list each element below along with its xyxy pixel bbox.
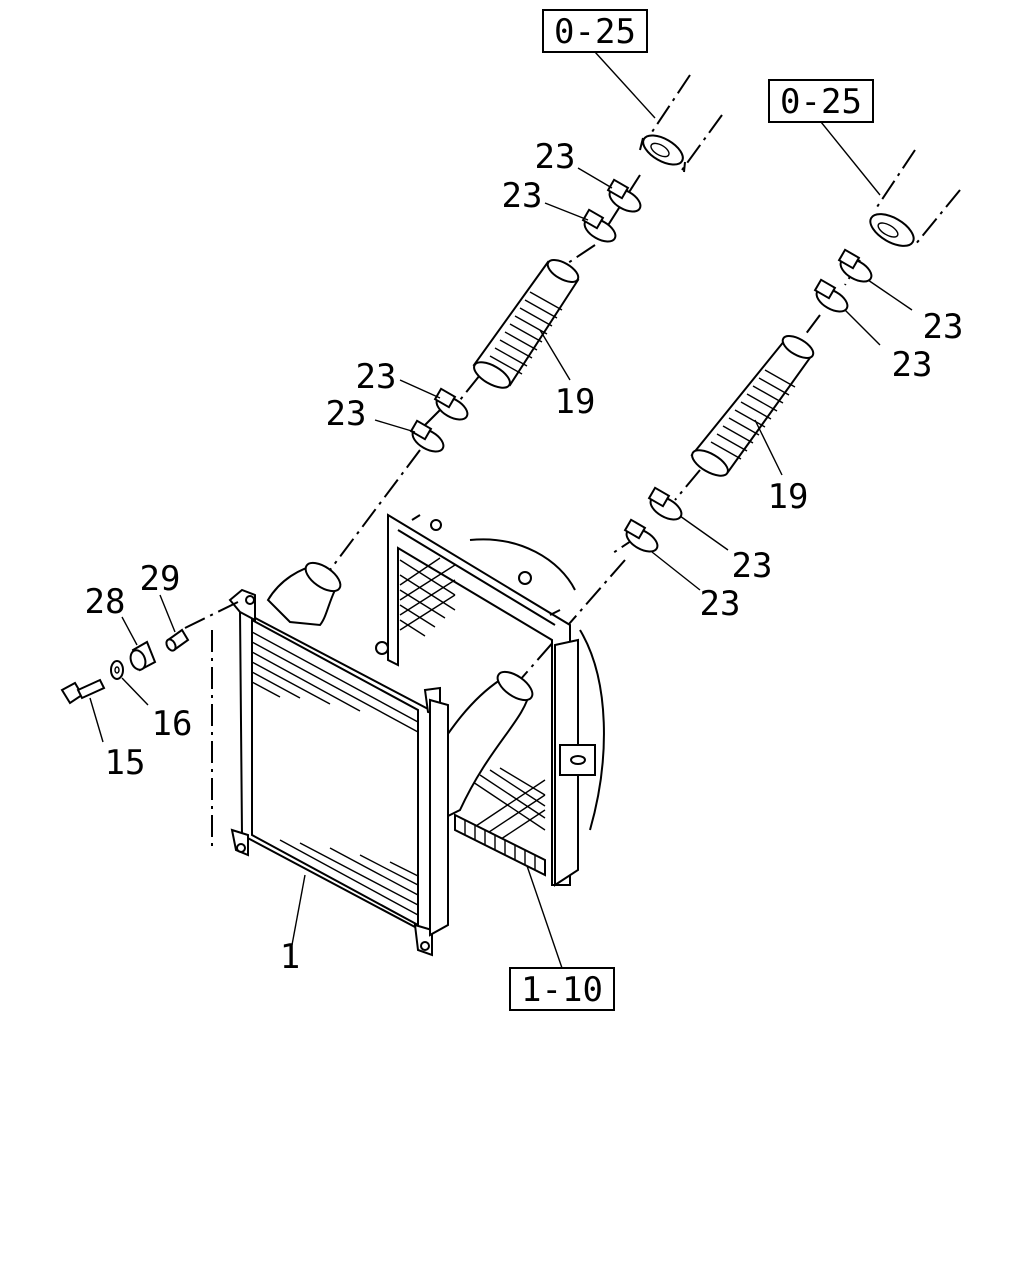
callout-collar: 29 [140, 559, 181, 599]
intercooler[interactable] [228, 557, 537, 957]
callout-clamp-left-1: 23 [535, 137, 576, 177]
clamp-left-4[interactable] [409, 419, 447, 456]
ref-box-top-left[interactable]: 0-25 [542, 9, 648, 53]
clamp-left-2[interactable] [581, 208, 619, 246]
pipe-left-upper [639, 74, 723, 173]
bolt[interactable] [60, 678, 106, 705]
ref-box-bottom[interactable]: 1-10 [509, 967, 615, 1011]
centerline-right [519, 259, 861, 681]
callout-clamp-right-3: 23 [732, 546, 773, 586]
callout-clamp-left-3: 23 [356, 357, 397, 397]
clamp-left-1[interactable] [606, 178, 644, 216]
callout-hose-right: 19 [768, 477, 809, 517]
callout-rubber-mount: 28 [85, 582, 126, 622]
callout-clamp-right-4: 23 [700, 584, 741, 624]
radiator-assembly[interactable] [375, 513, 605, 887]
collar[interactable] [165, 628, 190, 652]
hose-right[interactable] [688, 332, 817, 481]
callout-clamp-left-4: 23 [326, 394, 367, 434]
leader-ref-top-left [594, 51, 656, 119]
centerline-collar [184, 599, 243, 629]
hose-left[interactable] [470, 256, 582, 393]
clamp-right-2[interactable] [813, 278, 851, 316]
ref-box-top-left-label: 0-25 [554, 12, 636, 52]
clamp-right-3[interactable] [647, 486, 685, 524]
centerline-left [329, 174, 641, 571]
pipe-right-upper [869, 149, 961, 247]
leader-ref-top-right [820, 121, 881, 196]
callout-washer: 16 [152, 704, 193, 744]
clamp-right-4[interactable] [623, 518, 661, 556]
callout-clamp-left-2: 23 [502, 176, 543, 216]
callout-leaders [89, 167, 913, 946]
ref-box-bottom-label: 1-10 [521, 970, 603, 1010]
ref-box-top-right-label: 0-25 [780, 82, 862, 122]
rubber-mount[interactable] [128, 640, 157, 672]
clamp-right-1[interactable] [837, 248, 875, 286]
callout-clamp-right-1: 23 [923, 307, 964, 347]
callout-hose-left: 19 [555, 382, 596, 422]
washer[interactable] [110, 660, 124, 680]
callout-bolt: 15 [105, 743, 146, 783]
leader-ref-bottom [524, 859, 563, 969]
clamp-left-3[interactable] [433, 387, 471, 424]
callout-clamp-right-2: 23 [892, 345, 933, 385]
callout-intercooler: 1 [280, 937, 300, 977]
ref-box-top-right[interactable]: 0-25 [768, 79, 874, 123]
